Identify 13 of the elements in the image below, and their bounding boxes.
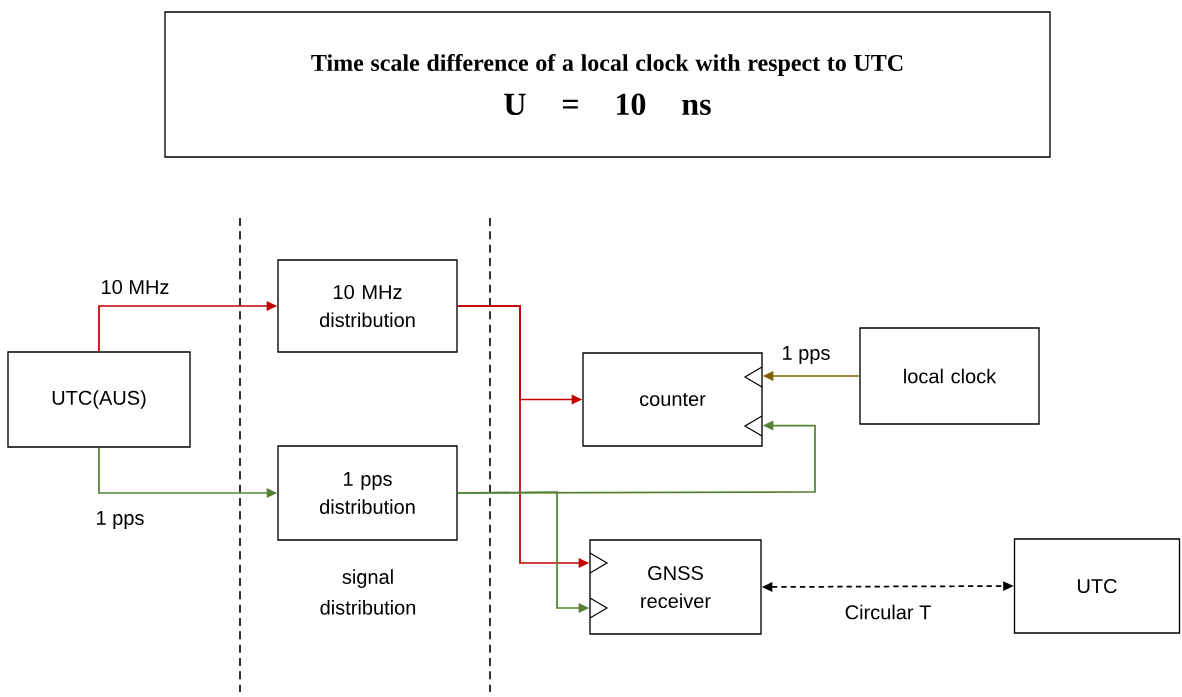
edge-label: 10 MHz [99, 278, 171, 296]
process-box: local clock [859, 327, 1040, 425]
process-box: UTC [1013, 538, 1181, 634]
process-box: 10 MHz distribution [277, 259, 458, 353]
title-box: Time scale difference of a local clock with respect to UTC U = 10 ns [164, 11, 1051, 158]
edge-label: Circular T [843, 603, 933, 621]
process-box: 1 pps distribution [277, 445, 458, 541]
process-box: UTC(AUS) [7, 351, 191, 448]
counter-box: counter [582, 352, 763, 447]
edge-label: 1 pps [780, 344, 832, 366]
region-label: signal distribution [320, 569, 416, 615]
receiver-box: GNSS receiver [589, 539, 762, 635]
edge-label: 1 pps [94, 509, 146, 531]
